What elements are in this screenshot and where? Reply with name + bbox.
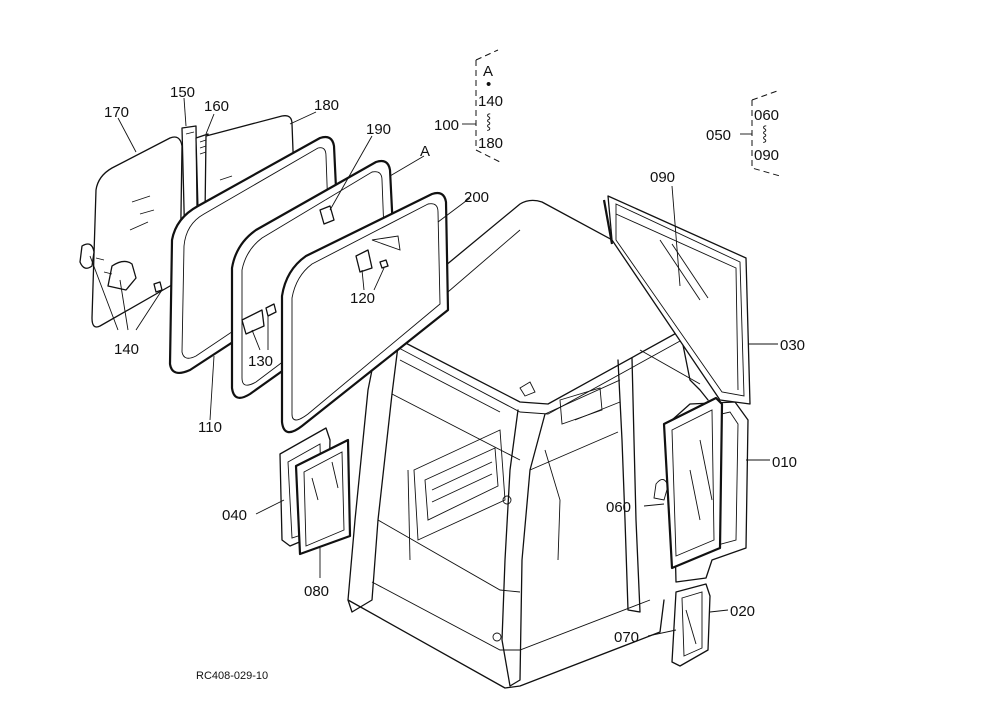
seal-frame-200: [280, 191, 450, 434]
group-brackets: [462, 49, 781, 177]
rear-glass-030: [602, 195, 751, 405]
reference-mark-a: A: [420, 143, 430, 160]
label-020: 020: [730, 603, 755, 620]
label-180: 180: [314, 97, 339, 114]
group-050-item-090: 090: [754, 147, 779, 164]
label-010: 010: [772, 454, 797, 471]
label-070: 070: [614, 629, 639, 646]
latch-parts: [79, 205, 401, 335]
drawing-code: RC408-029-10: [196, 670, 268, 682]
label-040: 040: [222, 507, 247, 524]
label-130: 130: [248, 353, 273, 370]
label-090: 090: [650, 169, 675, 186]
label-050: 050: [706, 127, 731, 144]
label-110: 110: [198, 419, 222, 436]
group-100-item-range: ⸾: [486, 113, 491, 131]
group-100-item-dot: •: [486, 76, 491, 93]
label-060: 060: [606, 499, 631, 516]
label-140: 140: [114, 341, 139, 358]
label-190: 190: [366, 121, 391, 138]
group-100-item-180: 180: [478, 135, 503, 152]
leader-lines: [89, 97, 778, 637]
label-030: 030: [780, 337, 805, 354]
label-200: 200: [464, 189, 489, 206]
label-150: 150: [170, 84, 195, 101]
group-100-item-a: A: [483, 63, 493, 80]
group-100-item-140: 140: [478, 93, 503, 110]
label-080: 080: [304, 583, 329, 600]
label-160: 160: [204, 98, 229, 115]
front-glass-170: [91, 136, 183, 328]
part-labels: 170 150 160 180 190 A 200 120 130 140 11…: [104, 63, 805, 682]
label-120: 120: [350, 290, 375, 307]
side-glass-080: [294, 438, 352, 556]
door-glass-060: [653, 396, 724, 570]
label-170: 170: [104, 104, 129, 121]
group-050-item-range: ⸾: [762, 125, 767, 143]
group-050-item-060: 060: [754, 107, 779, 124]
label-100: 100: [434, 117, 459, 134]
